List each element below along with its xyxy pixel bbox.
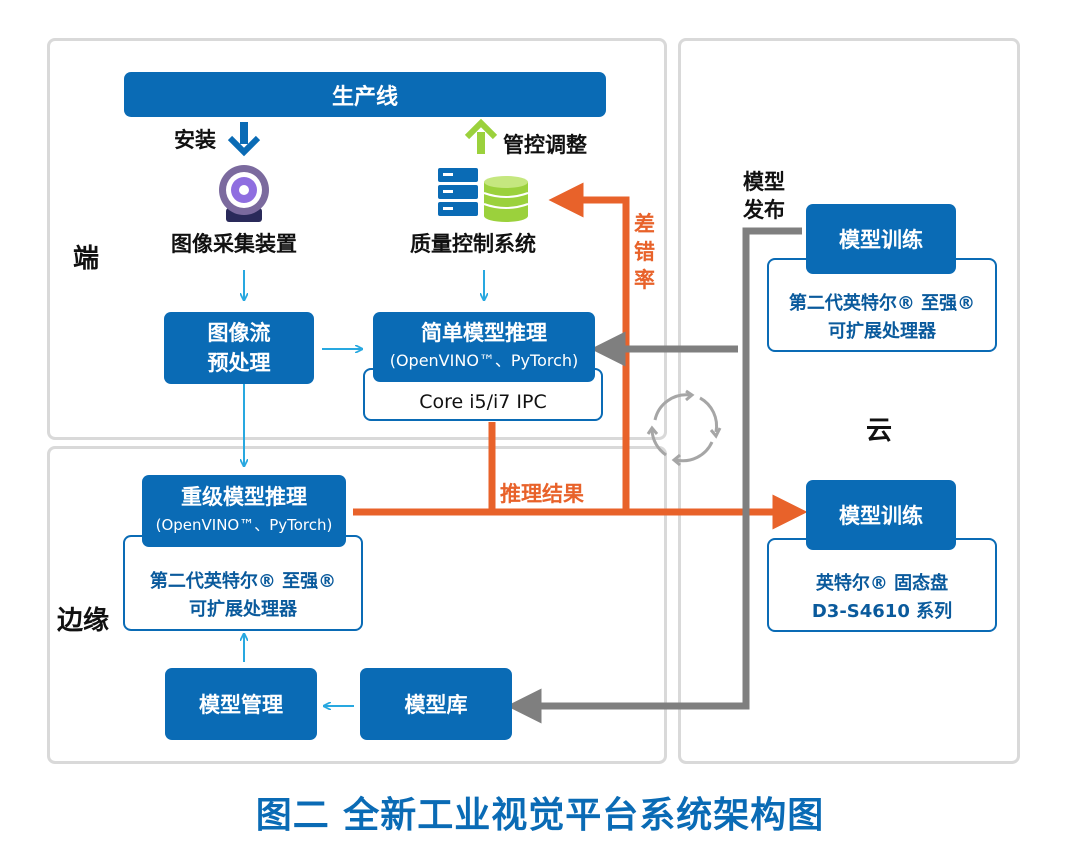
zone-label-edge: 边缘 (57, 606, 110, 636)
arrow-error-rate-to-qc (548, 182, 630, 512)
edge-region (47, 446, 667, 764)
error-rate-label: 差 错 率 (634, 210, 655, 294)
training-top-hardware-line2: 可扩展处理器 (828, 321, 936, 342)
camera-icon (219, 165, 269, 222)
heavy-hardware-line1: 第二代英特尔® 至强® (149, 571, 337, 592)
cycle-icon (646, 389, 722, 467)
heavy-inference-box: 重级模型推理 (OpenVINO™、PyTorch) (142, 475, 346, 547)
arrow-release-to-library (506, 227, 802, 724)
install-label: 安装 (174, 128, 216, 152)
heavy-hardware-box: 第二代英特尔® 至强® 可扩展处理器 (123, 535, 363, 631)
image-preprocess-box: 图像流 预处理 (164, 312, 314, 384)
simple-inference-title: 简单模型推理 (421, 321, 547, 345)
image-preprocess-line1: 图像流 (207, 321, 271, 345)
production-line: 生产线 (124, 72, 606, 117)
model-release-line2: 发布 (743, 198, 785, 222)
simple-inference-box: 简单模型推理 (OpenVINO™、PyTorch) (373, 312, 595, 382)
training-top-hardware-line1: 第二代英特尔® 至强® (788, 293, 976, 314)
zone-label-cloud: 云 (866, 416, 893, 446)
model-management-box: 模型管理 (165, 668, 317, 740)
training-bottom-hardware-line2: D3-S4610 系列 (811, 601, 953, 622)
model-release-label: 模型 发布 (743, 168, 785, 224)
heavy-inference-frameworks: (OpenVINO™、PyTorch) (155, 516, 333, 534)
error-rate-char2: 错 (634, 240, 655, 264)
model-release-line1: 模型 (743, 170, 785, 194)
zone-label-terminal: 端 (73, 244, 100, 274)
simple-inference-frameworks: (OpenVINO™、PyTorch) (389, 351, 579, 370)
training-bottom-box: 模型训练 (806, 480, 956, 550)
control-arrow-icon (464, 118, 498, 154)
install-arrow-icon (227, 122, 261, 157)
training-bottom-hardware-line1: 英特尔® 固态盘 (815, 573, 949, 594)
quality-control-label: 质量控制系统 (410, 232, 536, 256)
model-library-box: 模型库 (360, 668, 512, 740)
image-preprocess-line2: 预处理 (207, 351, 271, 375)
image-capture-label: 图像采集装置 (171, 232, 297, 256)
inference-result-label: 推理结果 (500, 482, 584, 506)
heavy-inference-title: 重级模型推理 (181, 485, 307, 509)
heavy-hardware-line2: 可扩展处理器 (189, 599, 297, 620)
error-rate-char1: 差 (634, 212, 655, 236)
training-bottom-hardware-box: 英特尔® 固态盘 D3-S4610 系列 (767, 538, 997, 632)
training-top-box: 模型训练 (806, 204, 956, 274)
error-rate-char3: 率 (634, 268, 655, 292)
simple-hardware-label: Core i5/i7 IPC (419, 390, 547, 413)
figure-caption: 图二 全新工业视觉平台系统架构图 (255, 795, 825, 836)
control-adjust-label: 管控调整 (503, 133, 587, 157)
server-database-icon (438, 168, 529, 222)
cloud-region (678, 38, 1020, 764)
terminal-region (47, 38, 667, 440)
